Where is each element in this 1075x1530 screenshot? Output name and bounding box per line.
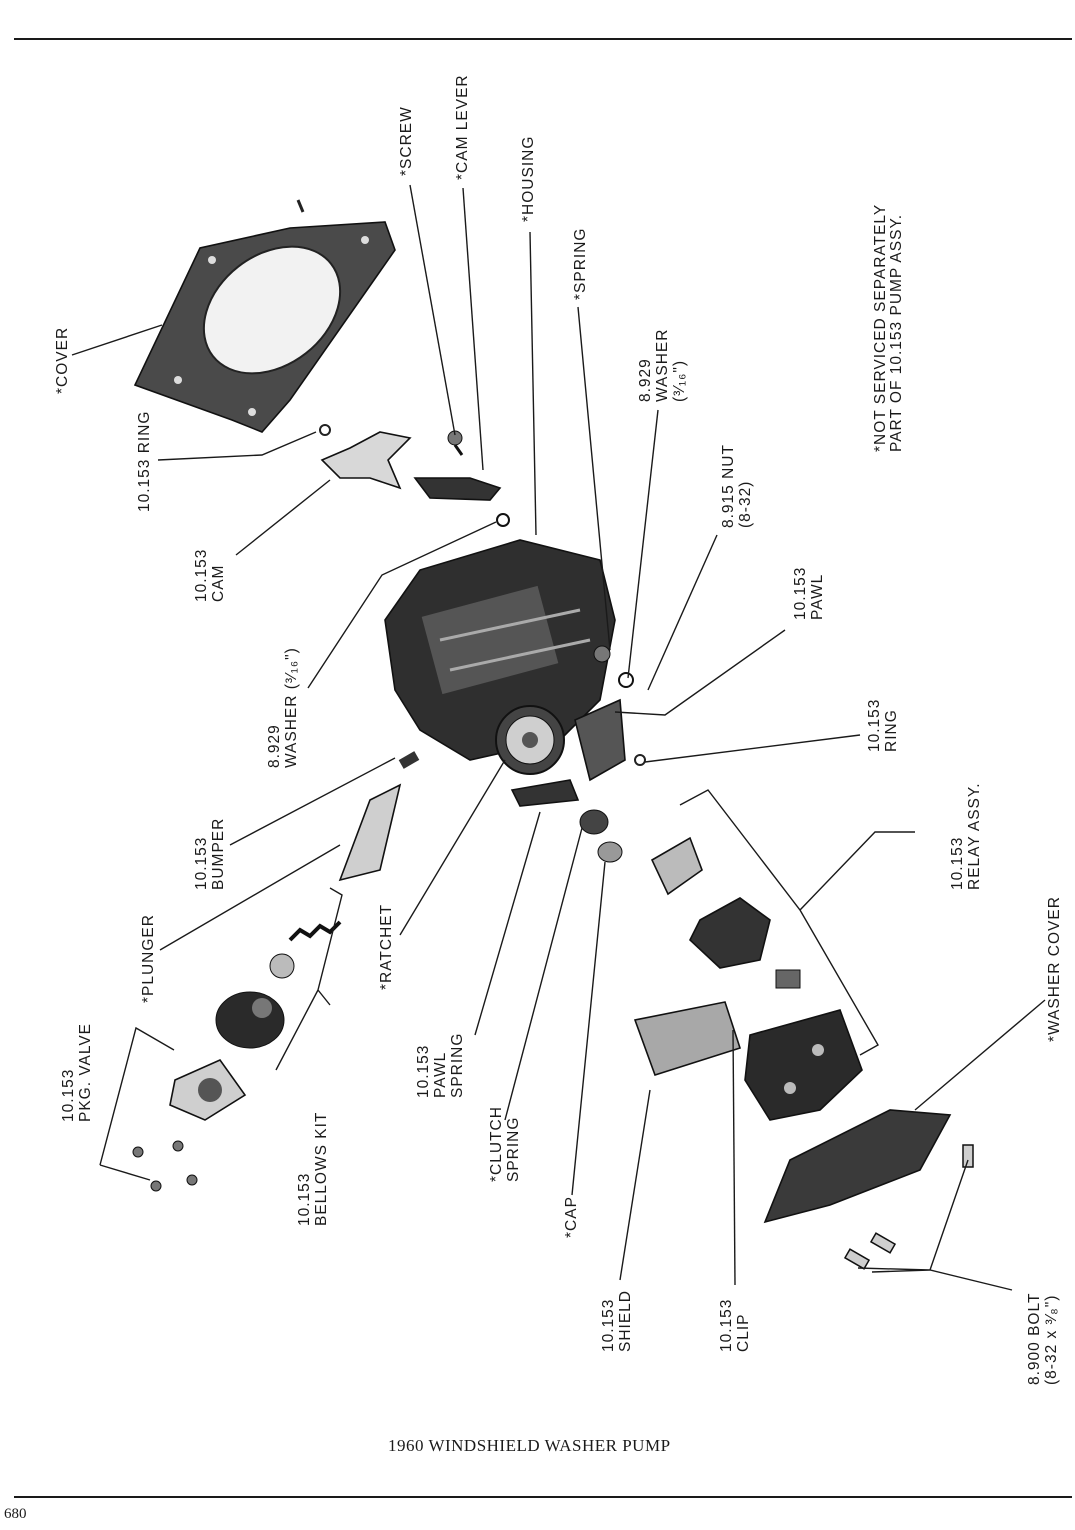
label-relay-assy: 10.153 RELAY ASSY. [949,782,983,890]
label-screw: *SCREW [398,106,415,176]
cam-lever-part [413,477,502,501]
bottom-rule [14,1496,1072,1498]
label-spring: *SPRING [572,227,589,300]
figure-caption: 1960 WINDSHIELD WASHER PUMP [388,1436,671,1455]
label-shield: 10.153 SHIELD [600,1290,634,1352]
label-ring-right: 10.153 RING [866,698,900,752]
leader-lines [71,184,1046,1291]
ratchet-part [495,705,565,775]
label-pkg-valve: 10.153 PKG. VALVE [60,1022,94,1122]
ring-left-part [319,424,331,436]
housing-part [384,539,634,761]
label-washer-316: 8.929 WASHER (³⁄₁₆") [637,328,688,402]
label-pawl: 10.153 PAWL [792,566,826,620]
label-washer-cover: *WASHER COVER [1046,896,1063,1042]
top-rule [14,38,1072,40]
label-plunger: *PLUNGER [140,914,157,1003]
label-cam-lever: *CAM LEVER [454,74,471,180]
shield-part [633,1001,742,1076]
label-pawl-spring: 10.153 PAWL SPRING [415,1032,466,1098]
label-cap: *CAP [563,1196,580,1238]
cam-part [320,431,412,490]
label-bumper: 10.153 BUMPER [193,817,227,890]
washer-cover-part [763,1109,952,1224]
label-ratchet: *RATCHET [378,903,395,990]
note-not-serviced: *NOT SERVICED SEPARATELY PART OF 10.153 … [872,203,905,452]
label-bolt: 8.900 BOLT (8-32 x ³⁄₈") [1026,1292,1060,1385]
plunger-part [338,783,402,882]
page-number: 680 [4,1506,27,1522]
label-cam: 10.153 CAM [193,548,227,602]
cover-part [133,199,396,433]
label-bellows-kit: 10.153 BELLOWS KIT [296,1111,330,1226]
label-clutch-spring: *CLUTCH SPRING [488,1106,522,1182]
label-housing: *HOUSING [520,135,537,222]
label-clip: 10.153 CLIP [718,1298,752,1352]
screw-part [447,430,464,456]
pawl-spring-part [510,779,580,807]
label-ring-left: 10.153 RING [136,410,153,512]
label-cover: *COVER [54,326,71,394]
label-nut: 8.915 NUT (8-32) [720,444,754,528]
label-washer-left: 8.929 WASHER (³⁄₁₆") [266,647,300,768]
